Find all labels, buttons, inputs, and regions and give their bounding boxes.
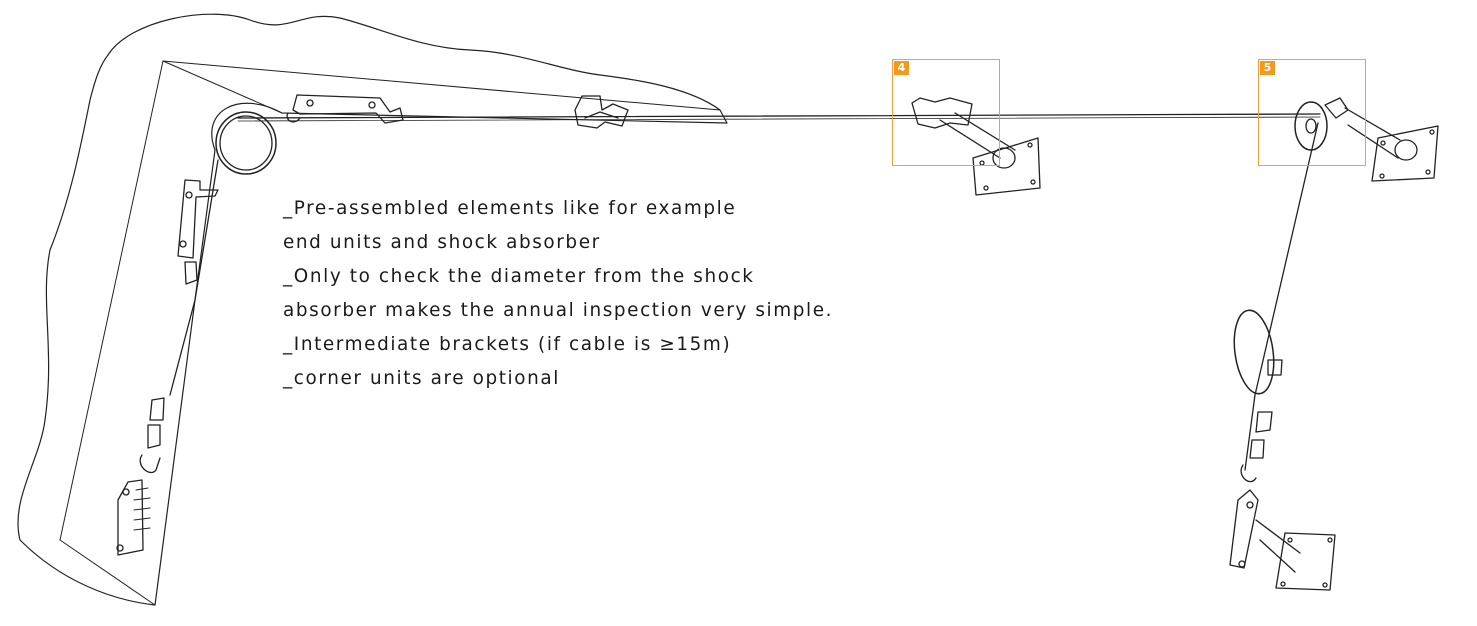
end-bracket-bottom (1229, 411, 1336, 591)
safety-cable (169, 113, 1321, 471)
note-line: _corner units are optional (283, 368, 560, 389)
side-shock-absorber (116, 397, 165, 556)
feature-notes: _Pre-assembled elements like for example… (283, 192, 833, 396)
intermediate-clamp (574, 95, 629, 129)
callout-label-5: 5 (1260, 61, 1275, 75)
callout-label-4: 4 (894, 61, 909, 75)
note-line: _Pre-assembled elements like for example (283, 198, 737, 219)
end-unit-pulley-5 (1294, 97, 1439, 182)
wall-outline (17, 13, 728, 606)
note-line: _Intermediate brackets (if cable is ≥15m… (283, 334, 732, 355)
note-line: absorber makes the annual inspection ver… (283, 300, 834, 321)
end-bracket-top (286, 94, 404, 124)
side-bracket-upper (177, 179, 219, 285)
shock-absorber-ring (1233, 309, 1283, 395)
note-line: _Only to check the diameter from the sho… (283, 266, 755, 287)
note-line: end units and shock absorber (283, 232, 601, 253)
callout-box-4: 4 (892, 59, 1000, 166)
intermediate-post-4 (911, 97, 1041, 196)
corner-ring (215, 111, 277, 175)
callout-box-5: 5 (1258, 59, 1366, 166)
